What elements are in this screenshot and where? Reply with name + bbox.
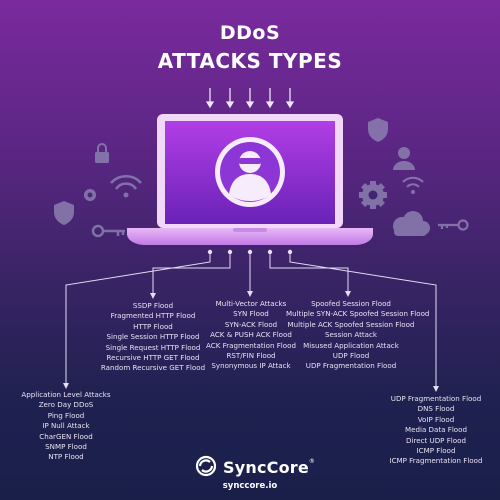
list-item: SSDP Flood [132,301,174,310]
list-item: VoIP Flood [417,414,455,424]
list-item: Fragmented HTTP Flood [110,311,196,321]
shield-icon [368,118,388,142]
gear-icon [84,189,96,201]
list-item: CharGEN Flood [39,431,93,441]
title-line-1: DDoS [219,22,281,44]
list-item: Recursive HTTP GET Flood [106,353,200,363]
laptop-base [127,228,373,245]
list-item: HTTP Flood [133,321,173,331]
list-item: Ping Flood [47,410,85,420]
list-item: SNMP Flood [45,442,87,452]
list-item: UDP Flood [332,351,370,361]
wifi-icon [402,176,424,194]
list-item: RST/FIN Flood [226,351,276,361]
list-item: ICMP Flood [416,446,456,456]
list-application-level: Application Level Attacks Zero Day DDoS … [18,390,114,463]
list-item: Single Request HTTP Flood [105,342,201,352]
key-icon [91,224,125,238]
list-item: Spoofed Session Flood [311,299,391,308]
synccore-logo-icon [195,455,217,477]
list-item: Multi-Vector Attacks [215,299,287,308]
list-spoofed-session: Spoofed Session Flood Multiple SYN-ACK S… [286,299,430,372]
list-item: SYN Flood [233,309,269,319]
list-item: UDP Fragmentation Flood [305,361,397,371]
hacker-icon [215,137,285,207]
incoming-arrows [205,88,295,109]
list-item: ICMP Fragmentation Flood [389,456,483,466]
list-multi-vector: Multi-Vector Attacks SYN Flood SYN-ACK F… [205,299,297,372]
list-item: ACK Fragmentation Flood [206,340,296,350]
list-item: SYN-ACK Flood [224,319,278,329]
list-item: IP Null Attack [42,421,90,431]
wifi-icon [110,174,142,198]
list-item: Synonymous IP Attack [211,361,291,371]
trademark: ® [308,457,316,465]
list-item: Multiple SYN-ACK Spoofed Session Flood [286,309,430,319]
list-item: UDP Fragmentation Flood [390,394,482,403]
list-item: Application Level Attacks [21,390,111,399]
user-icon [393,147,415,170]
list-item: Misused Application Attack [303,340,399,350]
key-icon [438,219,469,231]
list-item: NTP Flood [48,452,84,462]
list-item: Multiple ACK Spoofed Session Flood [287,319,415,329]
gear-icon [359,181,387,209]
list-item: Session Attack [325,330,377,340]
brand-text: SyncCore [223,457,309,477]
list-udp: UDP Fragmentation Flood DNS Flood VoIP F… [384,394,488,467]
list-item: Zero Day DDoS [38,400,94,410]
brand: SyncCore® [196,456,336,478]
website-link[interactable]: synccore.io [222,481,278,491]
brand-name: SyncCore® [223,458,315,477]
cloud-icon [393,211,430,236]
shield-icon [54,201,74,225]
list-item: ACK & PUSH ACK Flood [210,330,292,340]
list-item: Direct UDP Flood [406,435,466,445]
list-item: Single Session HTTP Flood [106,332,200,342]
connector-lines [63,249,439,392]
list-item: Random Recursive GET Flood [100,363,206,373]
background-icons [54,118,469,238]
list-item: Media Data Flood [405,425,467,435]
list-item: DNS Flood [417,404,455,414]
list-http: SSDP Flood Fragmented HTTP Flood HTTP Fl… [100,301,206,374]
title-line-2: ATTACKS TYPES [157,49,343,73]
lock-icon [95,143,109,163]
